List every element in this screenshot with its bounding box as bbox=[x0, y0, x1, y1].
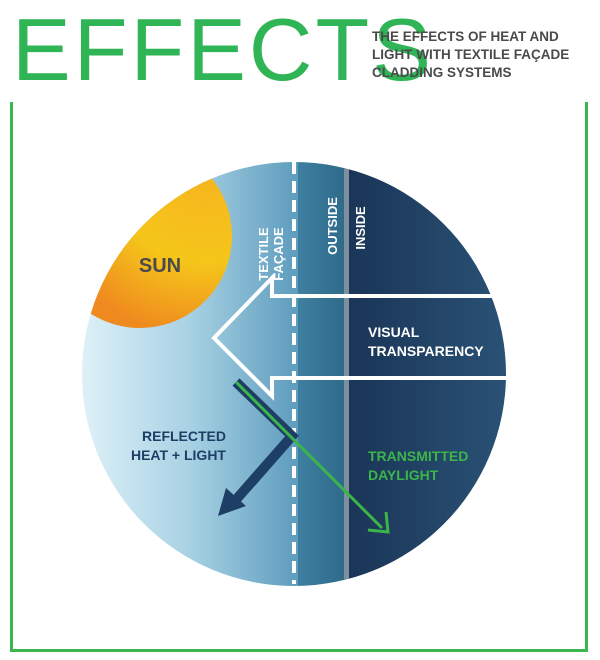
sun-shape bbox=[82, 162, 232, 328]
subtitle-line: LIGHT WITH TEXTILE FAÇADE bbox=[372, 47, 570, 62]
green-frame bbox=[10, 102, 588, 652]
visual-transparency-arrow bbox=[211, 273, 530, 401]
visual-transparency-line: VISUAL bbox=[368, 324, 420, 340]
textile-label-line: TEXTILE bbox=[256, 227, 271, 281]
outside-label: OUTSIDE bbox=[325, 197, 340, 255]
transmitted-label-line: DAYLIGHT bbox=[368, 467, 439, 483]
page-subtitle: THE EFFECTS OF HEAT AND LIGHT WITH TEXTI… bbox=[372, 28, 592, 82]
transmitted-label-line: TRANSMITTED bbox=[368, 448, 468, 464]
reflected-label-line: REFLECTED bbox=[142, 428, 226, 444]
transmitted-arrow-line bbox=[234, 380, 384, 530]
visual-transparency-line: TRANSPARENCY bbox=[368, 343, 484, 359]
reflected-arrowhead bbox=[218, 488, 246, 516]
sun-label: SUN bbox=[139, 255, 181, 277]
outside-zone bbox=[298, 162, 346, 586]
transmitted-arrowhead bbox=[367, 511, 390, 534]
inside-zone bbox=[349, 162, 506, 586]
subtitle-line: THE EFFECTS OF HEAT AND bbox=[372, 29, 559, 44]
inside-label: INSIDE bbox=[353, 206, 368, 250]
page-title: EFFECTS bbox=[12, 0, 434, 99]
reflected-label-line: HEAT + LIGHT bbox=[131, 447, 226, 463]
facade-label-line: FAÇADE bbox=[271, 227, 286, 281]
glass-divider bbox=[344, 162, 349, 586]
subtitle-line: CLADDING SYSTEMS bbox=[372, 65, 512, 80]
